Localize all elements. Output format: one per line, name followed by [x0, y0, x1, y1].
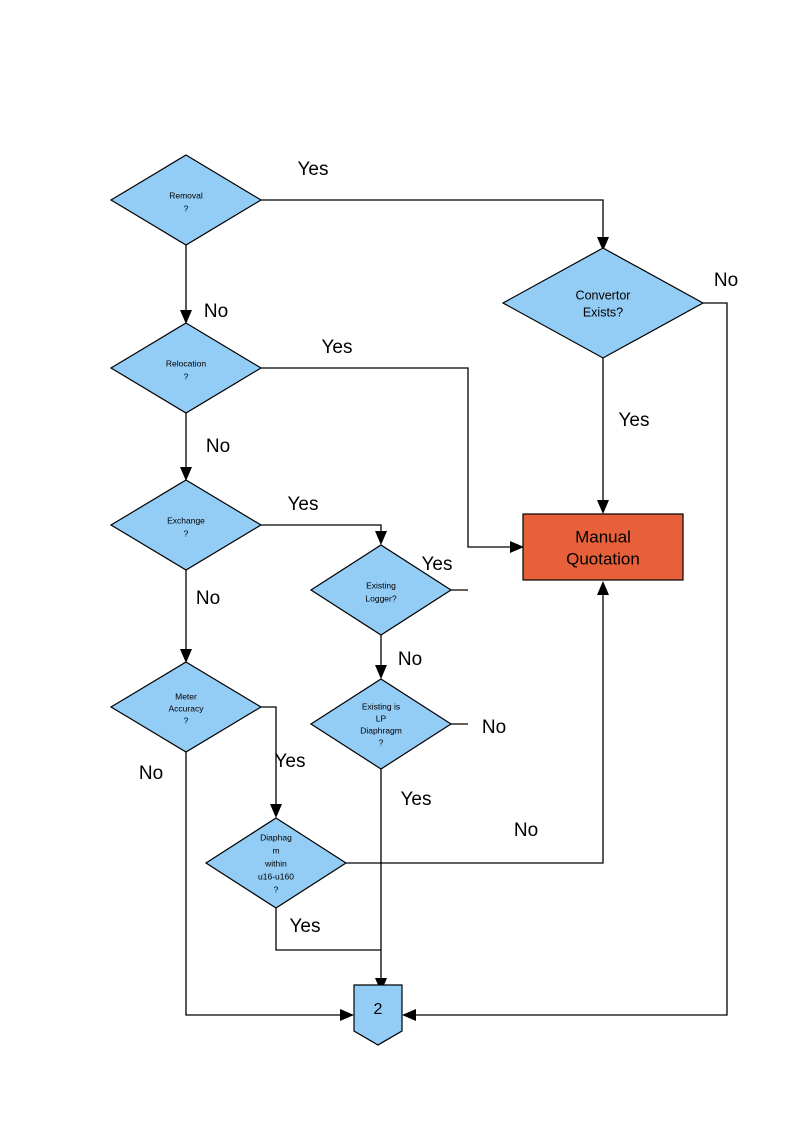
node-existing-logger[interactable]: Existing Logger?: [309, 544, 453, 636]
existing-lp-diaphragm-label-line-2: LP: [376, 713, 387, 723]
existing-lp-diaphragm-label-line-3: Diaphragm: [360, 725, 402, 735]
edge-meter-accuracy-no: [185, 752, 343, 1016]
removal-diamond[interactable]: [109, 154, 263, 246]
arrowhead-diaphagm-no: [597, 581, 609, 595]
diaphagm-range-label-line-2: m: [272, 845, 279, 855]
connector-2-label: 2: [374, 1001, 383, 1018]
node-meter-accuracy[interactable]: Meter Accuracy ?: [109, 661, 263, 753]
edge-exchange-yes: [261, 524, 382, 534]
node-exchange[interactable]: Exchange ?: [109, 479, 263, 571]
convertor-exists-label-line-2: Exists?: [583, 305, 623, 319]
edge-removal-yes: [261, 199, 604, 240]
arrowhead-exchange-yes: [375, 531, 387, 545]
manual-quotation-box[interactable]: [522, 513, 684, 581]
edge-label-existing-logger-yes: Yes: [422, 554, 453, 575]
arrowhead-removal-yes: [597, 237, 609, 251]
exchange-label-line-2: ?: [184, 528, 189, 538]
arrowhead-exchange-no: [180, 649, 192, 663]
arrowhead-meter-accuracy-yes: [270, 804, 282, 818]
edge-diaphagm-no: [346, 592, 604, 864]
connector-2-shape[interactable]: [353, 984, 403, 1046]
edge-label-exchange-yes: Yes: [288, 494, 319, 515]
edge-label-lp-diaphragm-no: No: [482, 717, 506, 738]
connector-lines: [180, 199, 728, 1021]
arrowhead-removal-no: [180, 310, 192, 324]
node-manual-quotation[interactable]: Manual Quotation: [522, 513, 684, 581]
edge-label-lp-diaphragm-yes: Yes: [401, 789, 432, 810]
relocation-diamond[interactable]: [109, 322, 263, 414]
exchange-label-line-1: Exchange: [167, 515, 205, 525]
edge-meter-accuracy-yes: [261, 706, 277, 807]
relocation-label-line-1: Relocation: [166, 358, 206, 368]
convertor-exists-diamond[interactable]: [501, 247, 705, 359]
edge-label-meter-accuracy-yes: Yes: [275, 751, 306, 772]
diaphagm-range-label-line-1: Diaphag: [260, 832, 292, 842]
node-removal[interactable]: Removal ?: [109, 154, 263, 246]
edge-label-convertor-no: No: [714, 270, 738, 291]
existing-lp-diaphragm-diamond[interactable]: [309, 678, 453, 770]
meter-accuracy-label-line-3: ?: [184, 715, 189, 725]
exchange-diamond[interactable]: [109, 479, 263, 571]
arrowhead-relocation-yes: [510, 541, 524, 553]
edge-label-existing-logger-no: No: [398, 649, 422, 670]
node-existing-lp-diaphragm[interactable]: Existing is LP Diaphragm ?: [309, 678, 453, 770]
arrowhead-convertor-yes: [597, 500, 609, 514]
convertor-exists-label-line-1: Convertor: [576, 288, 631, 302]
manual-quotation-label-line-1: Manual: [575, 527, 631, 546]
meter-accuracy-diamond[interactable]: [109, 661, 263, 753]
edge-label-meter-accuracy-no: No: [139, 763, 163, 784]
edge-label-relocation-no: No: [206, 436, 230, 457]
diaphagm-range-diamond[interactable]: [204, 817, 348, 909]
relocation-label-line-2: ?: [184, 371, 189, 381]
edge-label-removal-yes: Yes: [298, 159, 329, 180]
existing-logger-label-line-2: Logger?: [365, 593, 396, 603]
arrowhead-meter-accuracy-no: [340, 1009, 354, 1021]
edge-relocation-yes: [261, 367, 513, 548]
diaphagm-range-label-line-5: ?: [274, 884, 279, 894]
node-convertor-exists[interactable]: Convertor Exists?: [501, 247, 705, 359]
arrowhead-convertor-no: [402, 1009, 416, 1021]
manual-quotation-label-line-2: Quotation: [566, 549, 640, 568]
edge-diaphagm-yes: [275, 908, 381, 951]
edge-label-diaphagm-no: No: [514, 820, 538, 841]
existing-lp-diaphragm-label-line-4: ?: [379, 737, 384, 747]
edge-convertor-no: [413, 302, 728, 1016]
edge-label-relocation-yes: Yes: [322, 337, 353, 358]
diaphagm-range-label-line-4: u16-u160: [258, 871, 294, 881]
edge-label-exchange-no: No: [196, 588, 220, 609]
existing-lp-diaphragm-label-line-1: Existing is: [362, 701, 400, 711]
diaphagm-range-label-line-3: within: [264, 858, 287, 868]
meter-accuracy-label-line-1: Meter: [175, 691, 197, 701]
edge-label-convertor-yes: Yes: [619, 410, 650, 431]
removal-label-line-1: Removal: [169, 190, 203, 200]
existing-logger-label-line-1: Existing: [366, 580, 396, 590]
meter-accuracy-label-line-2: Accuracy: [169, 703, 205, 713]
edge-label-group: Yes No Yes No Yes No Yes No Yes No No Ye…: [139, 159, 738, 937]
node-relocation[interactable]: Relocation ?: [109, 322, 263, 414]
node-connector-2[interactable]: 2: [353, 984, 403, 1046]
removal-label-line-2: ?: [184, 203, 189, 213]
arrowhead-existing-logger-no: [375, 665, 387, 679]
node-diaphagm-range[interactable]: Diaphag m within u16-u160 ?: [204, 817, 348, 909]
edge-label-diaphagm-yes: Yes: [290, 916, 321, 937]
existing-logger-diamond[interactable]: [309, 544, 453, 636]
edge-label-removal-no: No: [204, 301, 228, 322]
arrowhead-relocation-no: [180, 467, 192, 481]
